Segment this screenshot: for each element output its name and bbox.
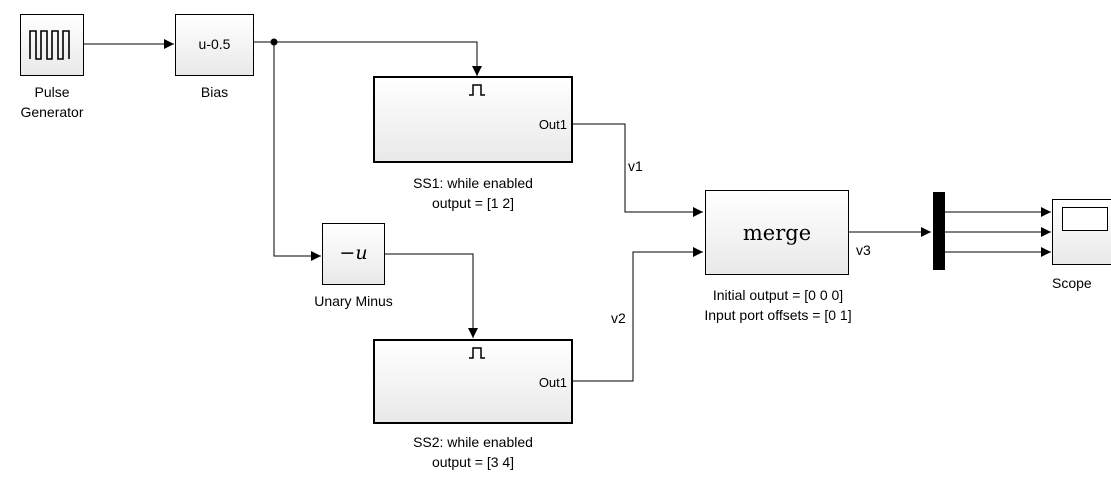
scope-label: Scope bbox=[1052, 275, 1092, 291]
ss1-enabled-subsystem[interactable]: Out1 bbox=[373, 76, 573, 163]
ss2-out1-port: Out1 bbox=[538, 375, 567, 390]
merge-caption: Initial output = [0 0 0] Input port offs… bbox=[704, 287, 852, 323]
bias-block[interactable]: u-0.5 bbox=[175, 14, 254, 76]
ss1-out1-port: Out1 bbox=[538, 117, 567, 132]
scope-block[interactable] bbox=[1052, 199, 1111, 265]
mux-bar[interactable] bbox=[933, 192, 945, 270]
signal-label-v3: v3 bbox=[856, 242, 871, 258]
pulse-generator-block[interactable] bbox=[20, 14, 84, 76]
merge-text: merge bbox=[742, 221, 812, 245]
line-branch-to-unary-minus bbox=[273, 42, 321, 261]
ss2-enabled-subsystem[interactable]: Out1 bbox=[373, 339, 573, 424]
pulse-generator-label: Pulse Generator bbox=[20, 84, 84, 120]
line-ss1-to-merge bbox=[573, 123, 703, 217]
bias-label: Bias bbox=[200, 84, 229, 100]
enable-pulse-icon bbox=[469, 84, 485, 96]
ss2-caption: SS2: while enabled output = [3 4] bbox=[413, 434, 533, 470]
unary-minus-expression: −u bbox=[339, 242, 368, 264]
line-ss2-to-merge bbox=[573, 247, 703, 382]
unary-minus-label: Unary Minus bbox=[314, 293, 393, 309]
ss1-caption: SS1: while enabled output = [1 2] bbox=[413, 175, 533, 211]
signal-label-v2: v2 bbox=[611, 310, 626, 326]
pulse-wave-icon bbox=[29, 30, 70, 60]
scope-screen-icon bbox=[1062, 207, 1108, 231]
enable-pulse-icon bbox=[469, 347, 485, 359]
merge-block[interactable]: merge bbox=[705, 190, 849, 275]
line-unary-minus-to-ss2 bbox=[385, 253, 478, 338]
unary-minus-block[interactable]: −u bbox=[322, 223, 385, 285]
branch-point bbox=[270, 38, 278, 46]
line-bias-to-ss1 bbox=[254, 41, 482, 76]
signal-label-v1: v1 bbox=[628, 158, 643, 174]
bias-expression: u-0.5 bbox=[198, 36, 231, 52]
